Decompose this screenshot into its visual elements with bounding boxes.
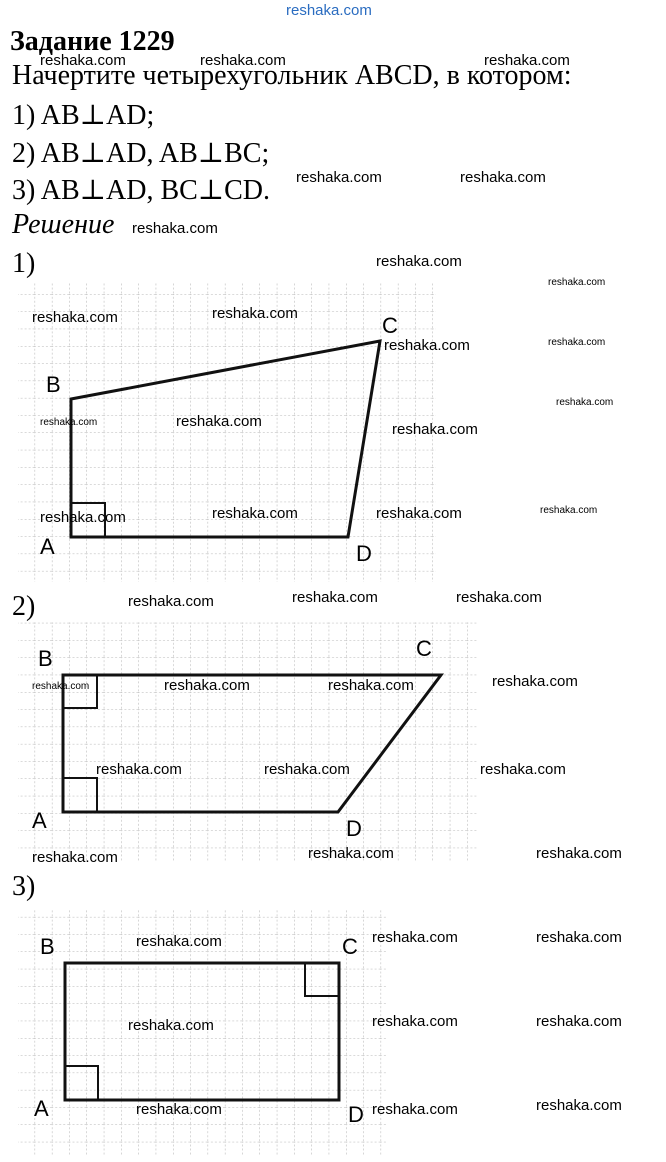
watermark: reshaka.com xyxy=(328,677,414,694)
watermark: reshaka.com xyxy=(392,421,478,438)
figure-3-quadrilateral xyxy=(63,961,341,1102)
figure-3-grid xyxy=(18,910,386,1155)
watermark: reshaka.com xyxy=(384,337,470,354)
task-item-1: 1) AB⊥AD; xyxy=(12,100,155,131)
figure-3-right-angle-a xyxy=(64,1065,99,1101)
watermark: reshaka.com xyxy=(32,849,118,866)
figure-1-right-angle-a xyxy=(70,502,106,538)
watermark: reshaka.com xyxy=(548,337,606,348)
watermark: reshaka.com xyxy=(536,929,622,946)
figure-2-right-angle-b xyxy=(62,674,98,709)
watermark: reshaka.com xyxy=(480,761,566,778)
figure-1-label-d: D xyxy=(356,541,372,566)
watermark: reshaka.com xyxy=(40,509,126,526)
watermark: reshaka.com xyxy=(32,309,118,326)
watermark: reshaka.com xyxy=(292,589,378,606)
watermark: reshaka.com xyxy=(536,1097,622,1114)
figure-2-label-c: C xyxy=(416,636,432,661)
watermark: reshaka.com xyxy=(376,253,462,270)
watermark: reshaka.com xyxy=(492,673,578,690)
task-item-3: 3) AB⊥AD, BC⊥CD. xyxy=(12,175,271,206)
watermark: reshaka.com xyxy=(96,761,182,778)
watermark: reshaka.com xyxy=(548,277,606,288)
watermark: reshaka.com xyxy=(296,169,382,186)
task-statement: Начертите четырехугольник ABCD, в которо… xyxy=(12,60,572,91)
figure-3-right-angle-c xyxy=(304,962,340,997)
figure-2-label-a: A xyxy=(32,808,47,833)
figure-1-label-c: C xyxy=(382,313,398,338)
solution-part-2: 2) xyxy=(12,591,36,622)
watermark: reshaka.com xyxy=(372,1013,458,1030)
watermark: reshaka.com xyxy=(40,417,98,428)
solution-heading: Решение xyxy=(12,209,115,240)
solution-part-1: 1) xyxy=(12,248,36,279)
watermark: reshaka.com xyxy=(460,169,546,186)
watermark: reshaka.com xyxy=(372,929,458,946)
figure-3-label-a: A xyxy=(34,1096,49,1121)
watermark: reshaka.com xyxy=(200,52,286,69)
task-item-2: 2) AB⊥AD, AB⊥BC; xyxy=(12,138,270,169)
figure-1-label-a: A xyxy=(40,534,55,559)
watermark: reshaka.com xyxy=(372,1101,458,1118)
watermark: reshaka.com xyxy=(212,305,298,322)
watermark: reshaka.com xyxy=(132,220,218,237)
figure-2-label-d: D xyxy=(346,816,362,841)
figure-1-label-b: B xyxy=(46,372,61,397)
watermark: reshaka.com xyxy=(536,845,622,862)
task-title: Задание 1229 xyxy=(10,26,175,57)
watermark: reshaka.com xyxy=(212,505,298,522)
watermark: reshaka.com xyxy=(556,397,614,408)
watermark: reshaka.com xyxy=(32,681,90,692)
watermark: reshaka.com xyxy=(136,933,222,950)
figure-3-label-d: D xyxy=(348,1102,364,1127)
figure-2-label-b: B xyxy=(38,646,53,671)
watermark: reshaka.com xyxy=(176,413,262,430)
watermark: reshaka.com xyxy=(128,1017,214,1034)
solution-part-3: 3) xyxy=(12,871,36,902)
figure-2-quadrilateral xyxy=(61,673,445,814)
figure-2-grid xyxy=(18,622,478,862)
watermark: reshaka.com xyxy=(456,589,542,606)
figure-2-right-angle-a xyxy=(62,777,98,813)
figure-1-quadrilateral xyxy=(69,339,382,539)
watermark: reshaka.com xyxy=(536,1013,622,1030)
watermark: reshaka.com xyxy=(484,52,570,69)
watermark: reshaka.com xyxy=(128,593,214,610)
watermark: reshaka.com xyxy=(540,505,598,516)
watermark: reshaka.com xyxy=(40,52,126,69)
watermark: reshaka.com xyxy=(264,761,350,778)
figure-3-label-c: C xyxy=(342,934,358,959)
watermark: reshaka.com xyxy=(164,677,250,694)
figure-3-label-b: B xyxy=(40,934,55,959)
watermark: reshaka.com xyxy=(376,505,462,522)
watermark: reshaka.com xyxy=(308,845,394,862)
site-header-link[interactable]: reshaka.com xyxy=(286,2,372,19)
watermark: reshaka.com xyxy=(136,1101,222,1118)
